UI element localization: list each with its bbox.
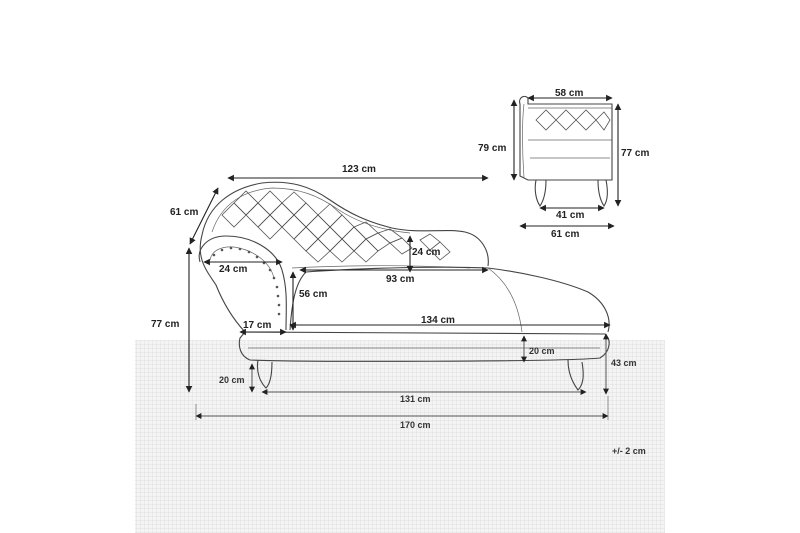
label-seat-length: 134 cm bbox=[421, 315, 455, 326]
label-side-top-width: 58 cm bbox=[555, 88, 583, 99]
label-seat-height: 43 cm bbox=[611, 358, 637, 368]
label-arm-inset: 17 cm bbox=[243, 320, 271, 331]
label-seat-thickness: 20 cm bbox=[529, 346, 555, 356]
grid-background bbox=[135, 340, 665, 533]
label-side-front-height: 77 cm bbox=[621, 148, 649, 159]
dimension-lines bbox=[185, 94, 622, 420]
chaise-side-view bbox=[519, 95, 613, 207]
label-total-height: 77 cm bbox=[151, 319, 179, 330]
label-back-height: 24 cm bbox=[412, 247, 440, 258]
label-arm-depth: 61 cm bbox=[170, 207, 198, 218]
leg-left bbox=[256, 359, 273, 389]
arm-studs bbox=[212, 246, 281, 316]
label-leg-span: 131 cm bbox=[400, 394, 431, 404]
label-total-length: 170 cm bbox=[400, 420, 431, 430]
label-side-total-width: 61 cm bbox=[551, 229, 579, 240]
label-seat-to-arm: 56 cm bbox=[299, 289, 327, 300]
tufting-pattern bbox=[221, 190, 451, 263]
label-arm-width: 24 cm bbox=[219, 264, 247, 275]
label-tolerance: +/- 2 cm bbox=[612, 446, 646, 456]
label-seat-top-length: 93 cm bbox=[386, 274, 414, 285]
label-back-length: 123 cm bbox=[342, 164, 376, 175]
dimension-labels: 123 cm 61 cm 24 cm 24 cm 93 cm 56 cm 77 … bbox=[151, 88, 649, 456]
label-side-leg-span: 41 cm bbox=[556, 210, 584, 221]
label-side-back-height: 79 cm bbox=[478, 143, 506, 154]
label-leg-height: 20 cm bbox=[219, 375, 245, 385]
